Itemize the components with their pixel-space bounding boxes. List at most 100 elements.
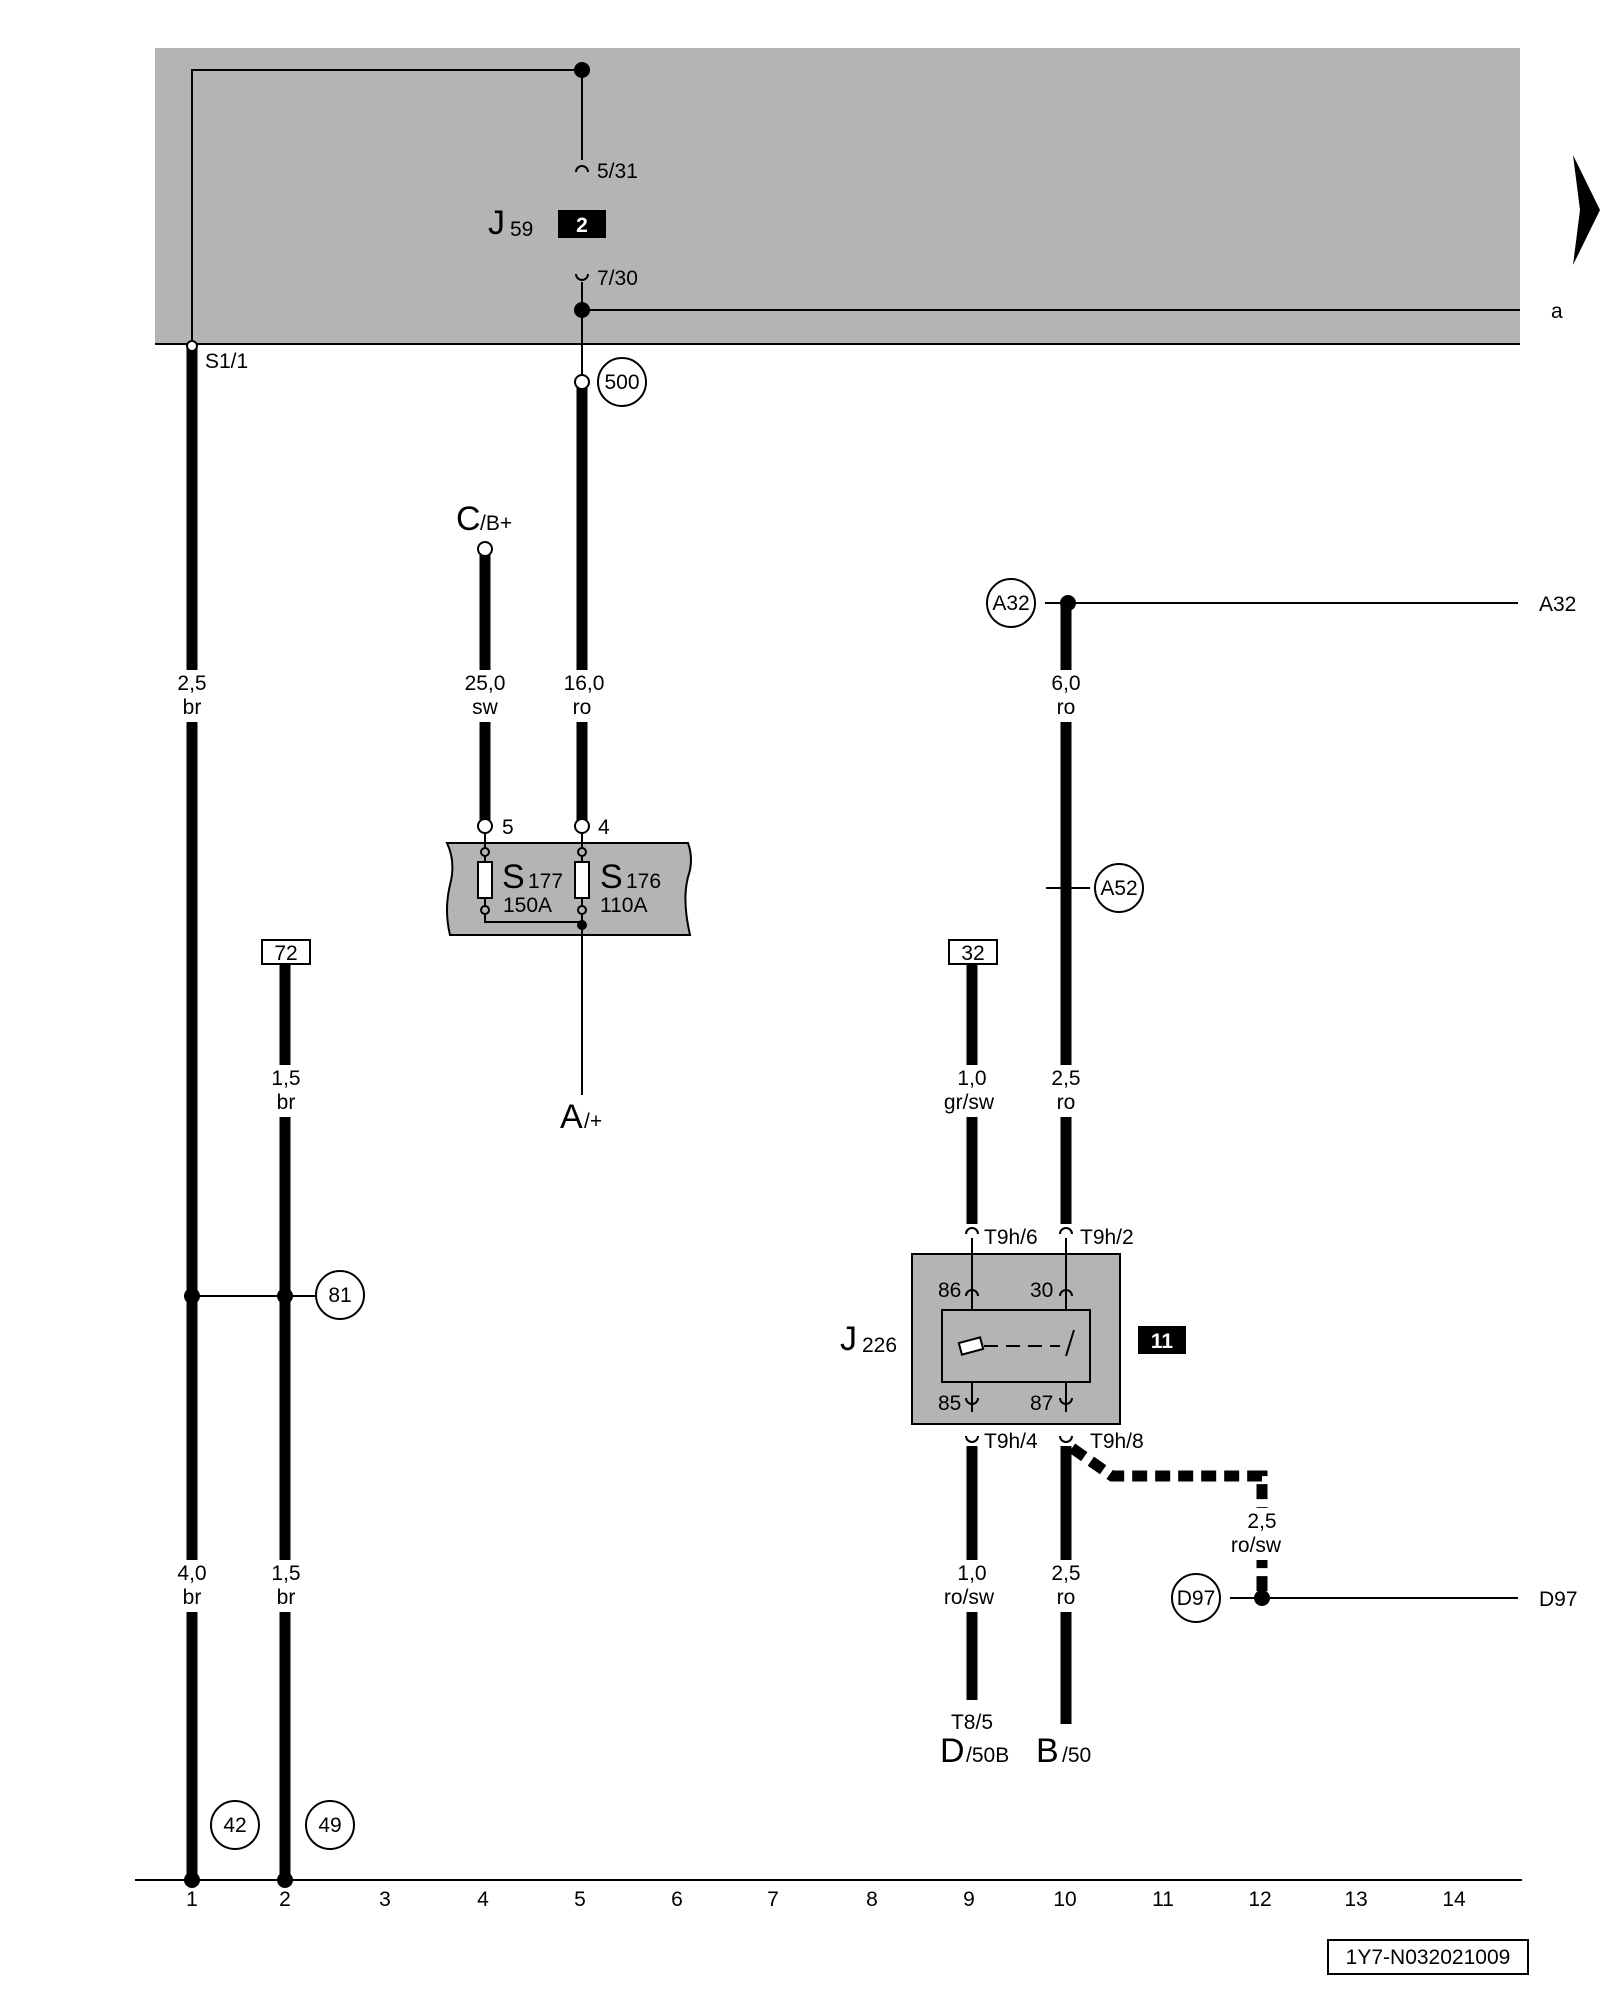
fuse-s176-sub: 176 (626, 870, 661, 893)
circle-a52-label: A52 (1100, 877, 1137, 900)
conn-t9h2-label: T9h/2 (1080, 1226, 1134, 1249)
circle-42 (210, 1800, 260, 1850)
conn-t9h4-label: T9h/4 (984, 1430, 1038, 1453)
relay-j59-badge (558, 210, 606, 238)
circle-a52 (1094, 863, 1144, 913)
column-numbers: 1 2 3 4 5 6 7 8 9 10 11 12 13 14 (186, 1888, 1466, 1911)
pin-87-label: 87 (1030, 1392, 1053, 1415)
pin-30-hook (1059, 1289, 1073, 1297)
fuse-s177-icon (477, 861, 493, 899)
label-gap (1046, 670, 1086, 722)
wire1-top-color: br (183, 696, 202, 719)
relay-j226-badge (1138, 1326, 1186, 1354)
wire1-bottom-size: 4,0 (177, 1562, 206, 1585)
wire10-bottom-size: 2,5 (1051, 1562, 1080, 1585)
conn-t9h8-label: T9h/8 (1090, 1430, 1144, 1453)
label-a32: A32 (1539, 593, 1576, 616)
fuse-junction-dot (577, 920, 587, 930)
wire10-bottom-color: ro (1057, 1586, 1076, 1609)
wire4-size: 25,0 (465, 672, 506, 695)
relay-j59-sub: 59 (510, 218, 533, 241)
junction-dot-81a (184, 1288, 200, 1304)
column-number: 8 (866, 1888, 878, 1911)
column-number: 13 (1344, 1888, 1367, 1911)
wire1-top-size: 2,5 (177, 672, 206, 695)
column-number: 11 (1152, 1888, 1174, 1911)
d-terminal-conn: T8/5 (951, 1711, 993, 1734)
conn-c-open (477, 541, 493, 557)
circle-d97 (1171, 1573, 1221, 1623)
relay-j226-name: J (840, 1320, 857, 1358)
fuse-s176-rating: 110A (600, 894, 648, 917)
wire10-mid-size: 2,5 (1051, 1067, 1080, 1090)
d-terminal-sub: /50B (966, 1744, 1009, 1767)
fuse-node (577, 905, 587, 915)
conn-t9h6-hook (965, 1227, 979, 1235)
ground-dot-2 (277, 1872, 293, 1888)
column-number: 5 (574, 1888, 586, 1911)
column-number: 3 (379, 1888, 391, 1911)
fuse-node (480, 905, 490, 915)
fuse-pin-4 (574, 818, 590, 834)
c-terminal-name: C (456, 500, 481, 538)
wire2-top-color: br (277, 1091, 296, 1114)
circle-d97-label: D97 (1177, 1587, 1216, 1610)
label-gap (460, 670, 510, 722)
pin-85-hook (965, 1397, 979, 1405)
label-gap (174, 670, 210, 722)
wire5-color: ro (573, 696, 592, 719)
fuse-node (480, 847, 490, 857)
ground-dot-1 (184, 1872, 200, 1888)
label-gap (558, 670, 608, 722)
wire1-bottom-color: br (183, 1586, 202, 1609)
relay-switch-contact (1065, 1329, 1075, 1357)
relay-j59-name: J (488, 204, 505, 242)
junction-dot-81b (277, 1288, 293, 1304)
wire9-top-color: gr/sw (944, 1091, 995, 1114)
relay-panel-j59 (155, 48, 1520, 344)
fuse-pin-5 (477, 818, 493, 834)
pin-87-hook (1059, 1397, 1073, 1405)
fuse-bridge (484, 914, 582, 923)
column-number: 7 (767, 1888, 779, 1911)
circle-49-label: 49 (318, 1814, 341, 1837)
b-terminal-name: B (1036, 1732, 1059, 1770)
circle-a32 (986, 578, 1036, 628)
fuse-pin-4-label: 4 (598, 816, 610, 839)
column-number: 14 (1442, 1888, 1466, 1911)
fuse-pin-5-label: 5 (502, 816, 514, 839)
wire2-bottom-size: 1,5 (271, 1562, 300, 1585)
doc-id-box (1327, 1939, 1529, 1975)
label-a: a (1551, 300, 1563, 323)
pin-86-hook (965, 1289, 979, 1297)
circle-500-label: 500 (604, 371, 639, 394)
circle-49 (305, 1800, 355, 1850)
wire10-top-size: 6,0 (1051, 672, 1080, 695)
circle-500 (597, 357, 647, 407)
b-terminal-sub: /50 (1062, 1744, 1091, 1767)
relay-coil-icon (957, 1336, 985, 1356)
pin-30-label: 30 (1030, 1279, 1053, 1302)
pin-5-31-label: 5/31 (597, 160, 638, 183)
circle-a32-label: A32 (992, 592, 1029, 615)
pin-7-30-hook (575, 273, 589, 281)
wire9-bottom-size: 1,0 (957, 1562, 986, 1585)
wire-dashed-color: ro/sw (1231, 1534, 1282, 1557)
relay-j226-sub: 226 (862, 1334, 897, 1357)
doc-id: 1Y7-N032021009 (1346, 1946, 1511, 1969)
continuation-arrow-icon (1573, 155, 1600, 265)
circle-42-label: 42 (223, 1814, 246, 1837)
fuse-s177-sub: 177 (528, 870, 563, 893)
wire9-top-size: 1,0 (957, 1067, 986, 1090)
label-d97: D97 (1539, 1588, 1578, 1611)
conn-t9h8-hook (1059, 1435, 1073, 1443)
label-gap (266, 1065, 304, 1117)
pin-86-label: 86 (938, 1279, 961, 1302)
wire5-size: 16,0 (564, 672, 605, 695)
wire2-bottom-color: br (277, 1586, 296, 1609)
pin-7-30-label: 7/30 (597, 267, 638, 290)
box-72-label: 72 (274, 942, 297, 965)
label-gap (936, 1560, 1008, 1612)
relay-j226-badge-text: 11 (1151, 1330, 1174, 1353)
